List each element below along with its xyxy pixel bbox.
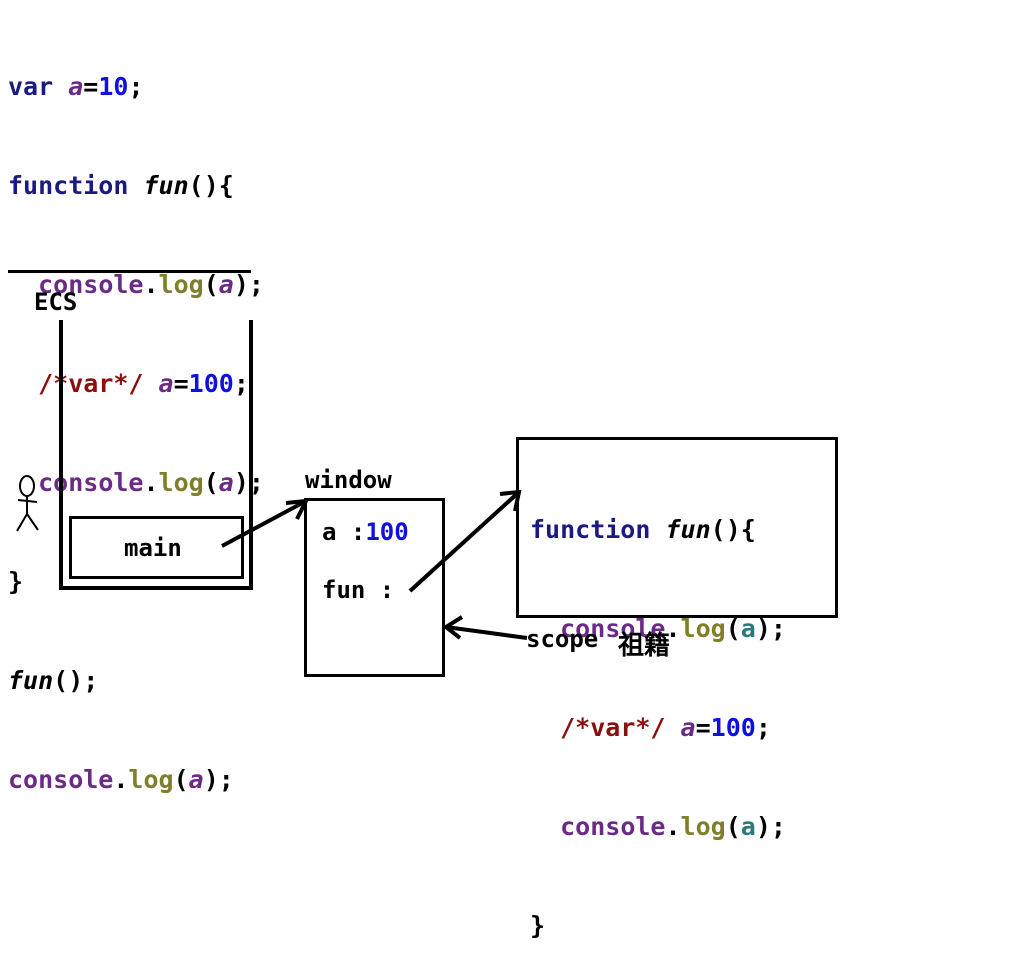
code-punct: ();: [53, 666, 99, 695]
code-method: log: [128, 765, 174, 794]
func-code-line-2: console.log(a);: [530, 612, 786, 645]
code-variable: a: [158, 369, 174, 398]
function-code: function fun(){ console.log(a); /*var*/ …: [530, 447, 786, 975]
code-line-1: var a=10;: [8, 70, 264, 103]
code-number: 100: [710, 713, 756, 742]
code-punct: );: [233, 468, 264, 497]
code-punct: ;: [755, 713, 771, 742]
func-code-line-4: console.log(a);: [530, 810, 786, 843]
code-object: console: [38, 468, 144, 497]
func-code-line-5: }: [530, 911, 546, 940]
code-punct: );: [755, 614, 786, 643]
code-variable: a: [218, 270, 234, 299]
func-code-line-3: /*var*/ a=100;: [530, 711, 786, 744]
code-punct: (: [173, 765, 189, 794]
code-keyword: function: [8, 171, 129, 200]
code-keyword: function: [530, 515, 651, 544]
main-label: main: [124, 534, 182, 562]
window-object-box: [304, 498, 445, 677]
code-line-6: }: [8, 567, 24, 596]
code-punct: );: [203, 765, 234, 794]
scope-label: scope: [526, 625, 599, 653]
code-method: log: [158, 468, 204, 497]
window-a-row: a :100: [322, 518, 409, 546]
code-punct: =: [695, 713, 711, 742]
code-variable: a: [740, 614, 756, 643]
code-punct: (: [203, 270, 219, 299]
code-method: log: [158, 270, 204, 299]
code-number: 10: [98, 72, 129, 101]
code-punct: (){: [188, 171, 234, 200]
code-function-name: fun: [8, 666, 54, 695]
code-punct: (: [203, 468, 219, 497]
ecs-stack: [59, 320, 253, 590]
code-comment: /*var*/: [560, 713, 666, 742]
code-punct: (: [725, 614, 741, 643]
code-variable: a: [218, 468, 234, 497]
code-punct: (){: [710, 515, 756, 544]
code-keyword: var: [8, 72, 54, 101]
code-variable: a: [68, 72, 84, 101]
window-a-key: a :: [322, 518, 366, 546]
code-comment: /*var*/: [38, 369, 144, 398]
code-number: 100: [188, 369, 234, 398]
code-method: log: [680, 614, 726, 643]
code-object: console: [38, 270, 144, 299]
function-object-box: [516, 437, 838, 618]
window-a-value: 100: [365, 518, 409, 546]
code-function-name: fun: [665, 515, 711, 544]
main-context-box: [69, 516, 244, 579]
window-fun-key: fun :: [322, 576, 395, 604]
code-object: console: [560, 614, 666, 643]
func-code-line-1: function fun(){: [530, 513, 786, 546]
scope-cn-label: 祖籍: [618, 631, 671, 661]
window-label: window: [305, 466, 392, 494]
code-variable: a: [680, 713, 696, 742]
code-variable: a: [188, 765, 204, 794]
scope-to-window-arrow: [442, 615, 528, 640]
code-function-name: fun: [143, 171, 189, 200]
code-method: log: [680, 812, 726, 841]
code-object: console: [8, 765, 114, 794]
code-punct: ;: [128, 72, 144, 101]
code-punct: =: [83, 72, 99, 101]
code-line-5: console.log(a);: [8, 466, 264, 499]
code-line-3: console.log(a);: [8, 268, 264, 301]
code-punct: ;: [233, 369, 249, 398]
code-variable: a: [740, 812, 756, 841]
code-line-4: /*var*/ a=100;: [8, 367, 264, 400]
code-punct: .: [665, 614, 681, 643]
person-icon: [16, 475, 39, 532]
code-line-7: fun();: [8, 664, 264, 697]
code-line-2: function fun(){: [8, 169, 264, 202]
code-punct: .: [143, 270, 159, 299]
diagram-lines: [16, 320, 528, 640]
code-object: console: [560, 812, 666, 841]
code-punct: );: [233, 270, 264, 299]
code-punct: (: [725, 812, 741, 841]
ecs-label: ECS: [34, 288, 78, 316]
code-line-8: console.log(a);: [8, 763, 264, 796]
current-line-underline: [8, 270, 251, 273]
code-punct: .: [665, 812, 681, 841]
code-punct: =: [173, 369, 189, 398]
code-punct: );: [755, 812, 786, 841]
code-punct: .: [113, 765, 129, 794]
code-punct: .: [143, 468, 159, 497]
